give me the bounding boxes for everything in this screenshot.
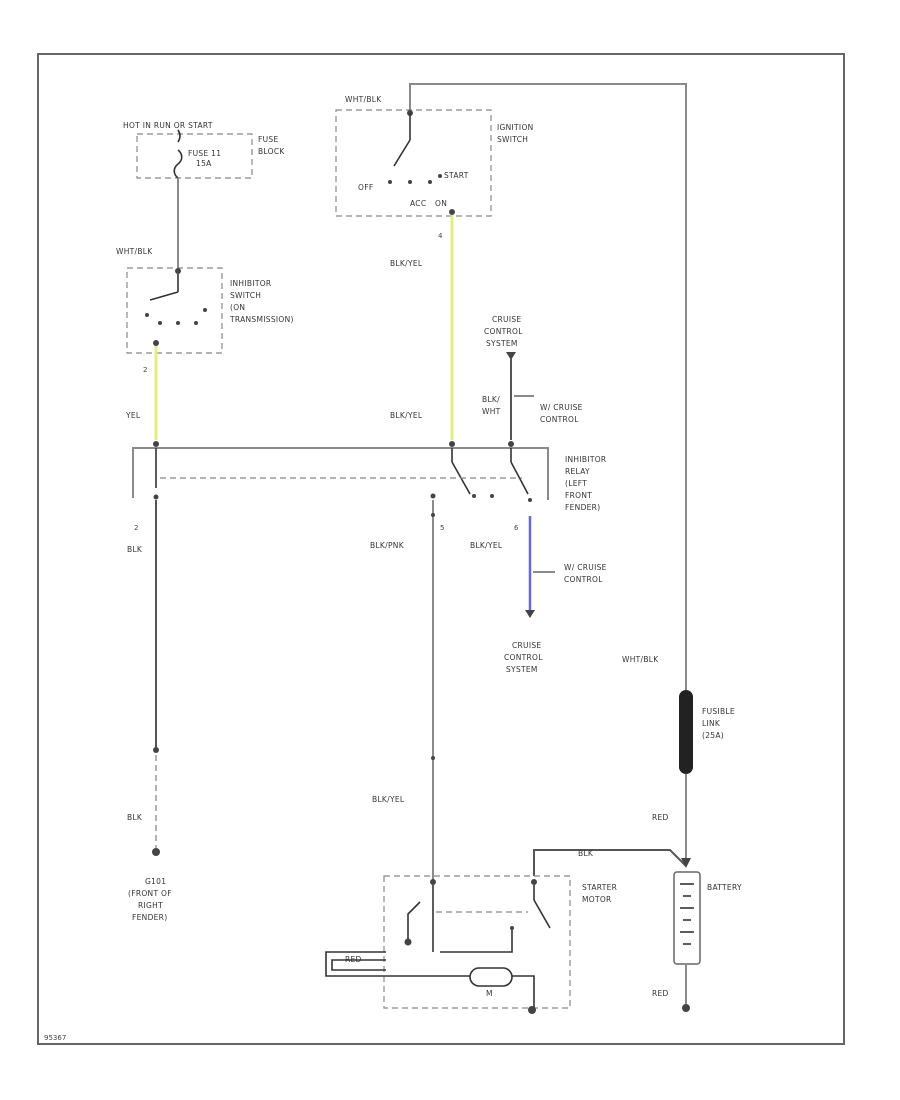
ground-point-icon	[152, 848, 160, 856]
red-lead-label: RED	[345, 955, 362, 964]
cruise-top-label-1: CRUISE	[492, 315, 521, 324]
blk-starter-label: BLK	[578, 849, 594, 858]
starter-motor-label-2: MOTOR	[582, 895, 612, 904]
wht-blk-fuse-label: WHT/BLK	[622, 655, 659, 664]
inhibitor-switch-label-3: (ON	[230, 303, 245, 312]
ign-off-label: OFF	[358, 183, 373, 192]
fuse-rating-2: 15A	[196, 159, 212, 168]
fuse-block: HOT IN RUN OR START FUSE BLOCK FUSE 11 1…	[123, 121, 285, 179]
motor-winding-icon	[469, 967, 513, 987]
red-bottom-label: RED	[652, 989, 669, 998]
blk-pnk-label: BLK/PNK	[370, 541, 405, 550]
inhibitor-switch-label-4: TRANSMISSION)	[229, 315, 294, 324]
ignition-switch: WHT/BLK OFF START ACC ON IGNITION SWITCH	[335, 95, 534, 217]
page-code: 95367	[44, 1034, 66, 1042]
pin-4-ignition: 4	[438, 232, 443, 240]
fuse-block-label-1: FUSE	[258, 135, 279, 144]
cruise-bottom-label-1: CRUISE	[512, 641, 541, 650]
wht-blk-top-label: WHT/BLK	[345, 95, 382, 104]
ground-label-1: G101	[145, 877, 166, 886]
inhibitor-switch-label-2: SWITCH	[230, 291, 261, 300]
starter-motor: RED M STARTER MOTOR	[325, 875, 617, 1014]
fusible-link-icon	[679, 690, 693, 774]
ignition-switch-label-2: SWITCH	[497, 135, 528, 144]
w-cruise-bottom-label-2: CONTROL	[564, 575, 603, 584]
fuse-symbol-icon	[173, 149, 183, 179]
blk-ground-label: BLK	[127, 813, 143, 822]
inhibitor-relay-label-3: (LEFT	[565, 479, 587, 488]
cruise-top-label-2: CONTROL	[484, 327, 523, 336]
blk-left-label: BLK	[127, 545, 143, 554]
ground-label-2: (FRONT OF	[128, 889, 172, 898]
fusible-link-label-3: (25A)	[702, 731, 724, 740]
wht-blk-left-label: WHT/BLK	[116, 247, 153, 256]
fusible-link-label-1: FUSIBLE	[702, 707, 735, 716]
pin-5-relay: 5	[440, 524, 444, 532]
pin-2-relay: 2	[134, 524, 138, 532]
w-cruise-top-label-1: W/ CRUISE	[540, 403, 583, 412]
inhibitor-relay-label-4: FRONT	[565, 491, 592, 500]
cruise-control-system-bottom: CRUISE CONTROL SYSTEM	[504, 641, 543, 674]
motor-m-label: M	[486, 989, 493, 998]
fuse-block-label-2: BLOCK	[258, 147, 285, 156]
blk-yel-starter-label: BLK/YEL	[372, 795, 405, 804]
inhibitor-relay-label-2: RELAY	[565, 467, 590, 476]
ign-on-label: ON	[435, 199, 447, 208]
diagram-frame	[37, 53, 845, 1045]
inhibitor-relay: INHIBITOR RELAY (LEFT FRONT FENDER)	[132, 441, 606, 512]
ign-start-label: START	[444, 171, 469, 180]
red-top-label: RED	[652, 813, 669, 822]
fusible-link: WHT/BLK FUSIBLE LINK (25A)	[622, 655, 735, 774]
w-cruise-bottom-label-1: W/ CRUISE	[564, 563, 607, 572]
starter-motor-label-1: STARTER	[582, 883, 617, 892]
cruise-top-label-3: SYSTEM	[486, 339, 518, 348]
pin-2-inhibitor: 2	[143, 366, 147, 374]
cruise-bottom-label-3: SYSTEM	[506, 665, 538, 674]
w-cruise-top-label-2: CONTROL	[540, 415, 579, 424]
blk-yel-mid-label: BLK/YEL	[390, 411, 423, 420]
blk-wht-label-2: WHT	[482, 407, 501, 416]
inhibitor-switch: INHIBITOR SWITCH (ON TRANSMISSION)	[126, 267, 294, 354]
ign-acc-label: ACC	[410, 199, 426, 208]
ignition-switch-label-1: IGNITION	[497, 123, 534, 132]
battery-label: BATTERY	[707, 883, 742, 892]
blk-yel-ign-label: BLK/YEL	[390, 259, 423, 268]
blk-wht-label-1: BLK/	[482, 395, 500, 404]
hot-run-start-label: HOT IN RUN OR START	[123, 121, 213, 130]
yel-label: YEL	[125, 411, 141, 420]
fuse-rating-1: FUSE 11	[188, 149, 221, 158]
inhibitor-relay-label-1: INHIBITOR	[565, 455, 606, 464]
inhibitor-relay-label-5: FENDER)	[565, 503, 600, 512]
blk-yel-relay-label: BLK/YEL	[470, 541, 503, 550]
fusible-link-label-2: LINK	[702, 719, 721, 728]
ground-label-4: FENDER)	[132, 913, 167, 922]
cruise-bottom-label-2: CONTROL	[504, 653, 543, 662]
battery-icon	[673, 871, 701, 965]
pin-6-relay: 6	[514, 524, 519, 532]
cruise-control-system-top: CRUISE CONTROL SYSTEM BLK/ WHT W/ CRUISE…	[482, 315, 583, 440]
battery: BLK BATTERY	[533, 849, 742, 965]
ground-label-3: RIGHT	[138, 901, 163, 910]
inhibitor-switch-label-1: INHIBITOR	[230, 279, 271, 288]
